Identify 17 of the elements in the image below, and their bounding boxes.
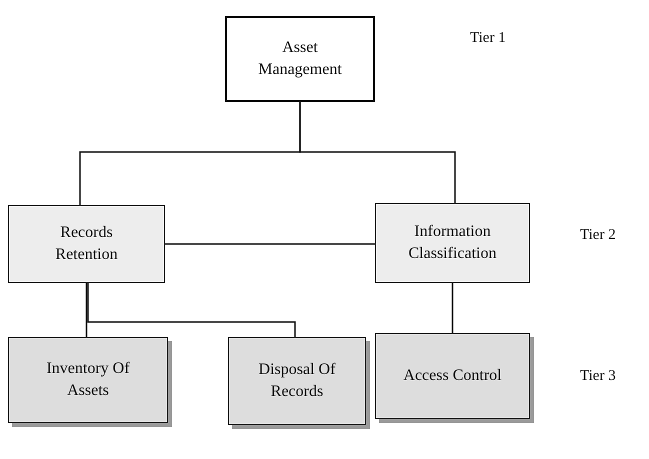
box-label: Inventory Of Assets [45, 359, 131, 401]
tier-label: Tier 1 [470, 30, 506, 47]
connector-line [452, 283, 454, 333]
box-label: Disposal Of Records [258, 360, 336, 402]
tier-label: Tier 2 [580, 227, 616, 244]
box-label: Access Control [403, 366, 502, 386]
connector-line [87, 283, 296, 337]
connector-line [86, 283, 88, 337]
connector-line [299, 102, 456, 203]
tier-label: Tier 3 [580, 368, 616, 385]
tier-box [225, 16, 375, 102]
box-label: Information Classification [408, 222, 498, 264]
box-label: Records Retention [54, 223, 119, 265]
connector-line [165, 243, 375, 245]
tier-box [8, 205, 165, 283]
tier-box [375, 203, 530, 283]
box-label: Asset Management [257, 38, 343, 80]
